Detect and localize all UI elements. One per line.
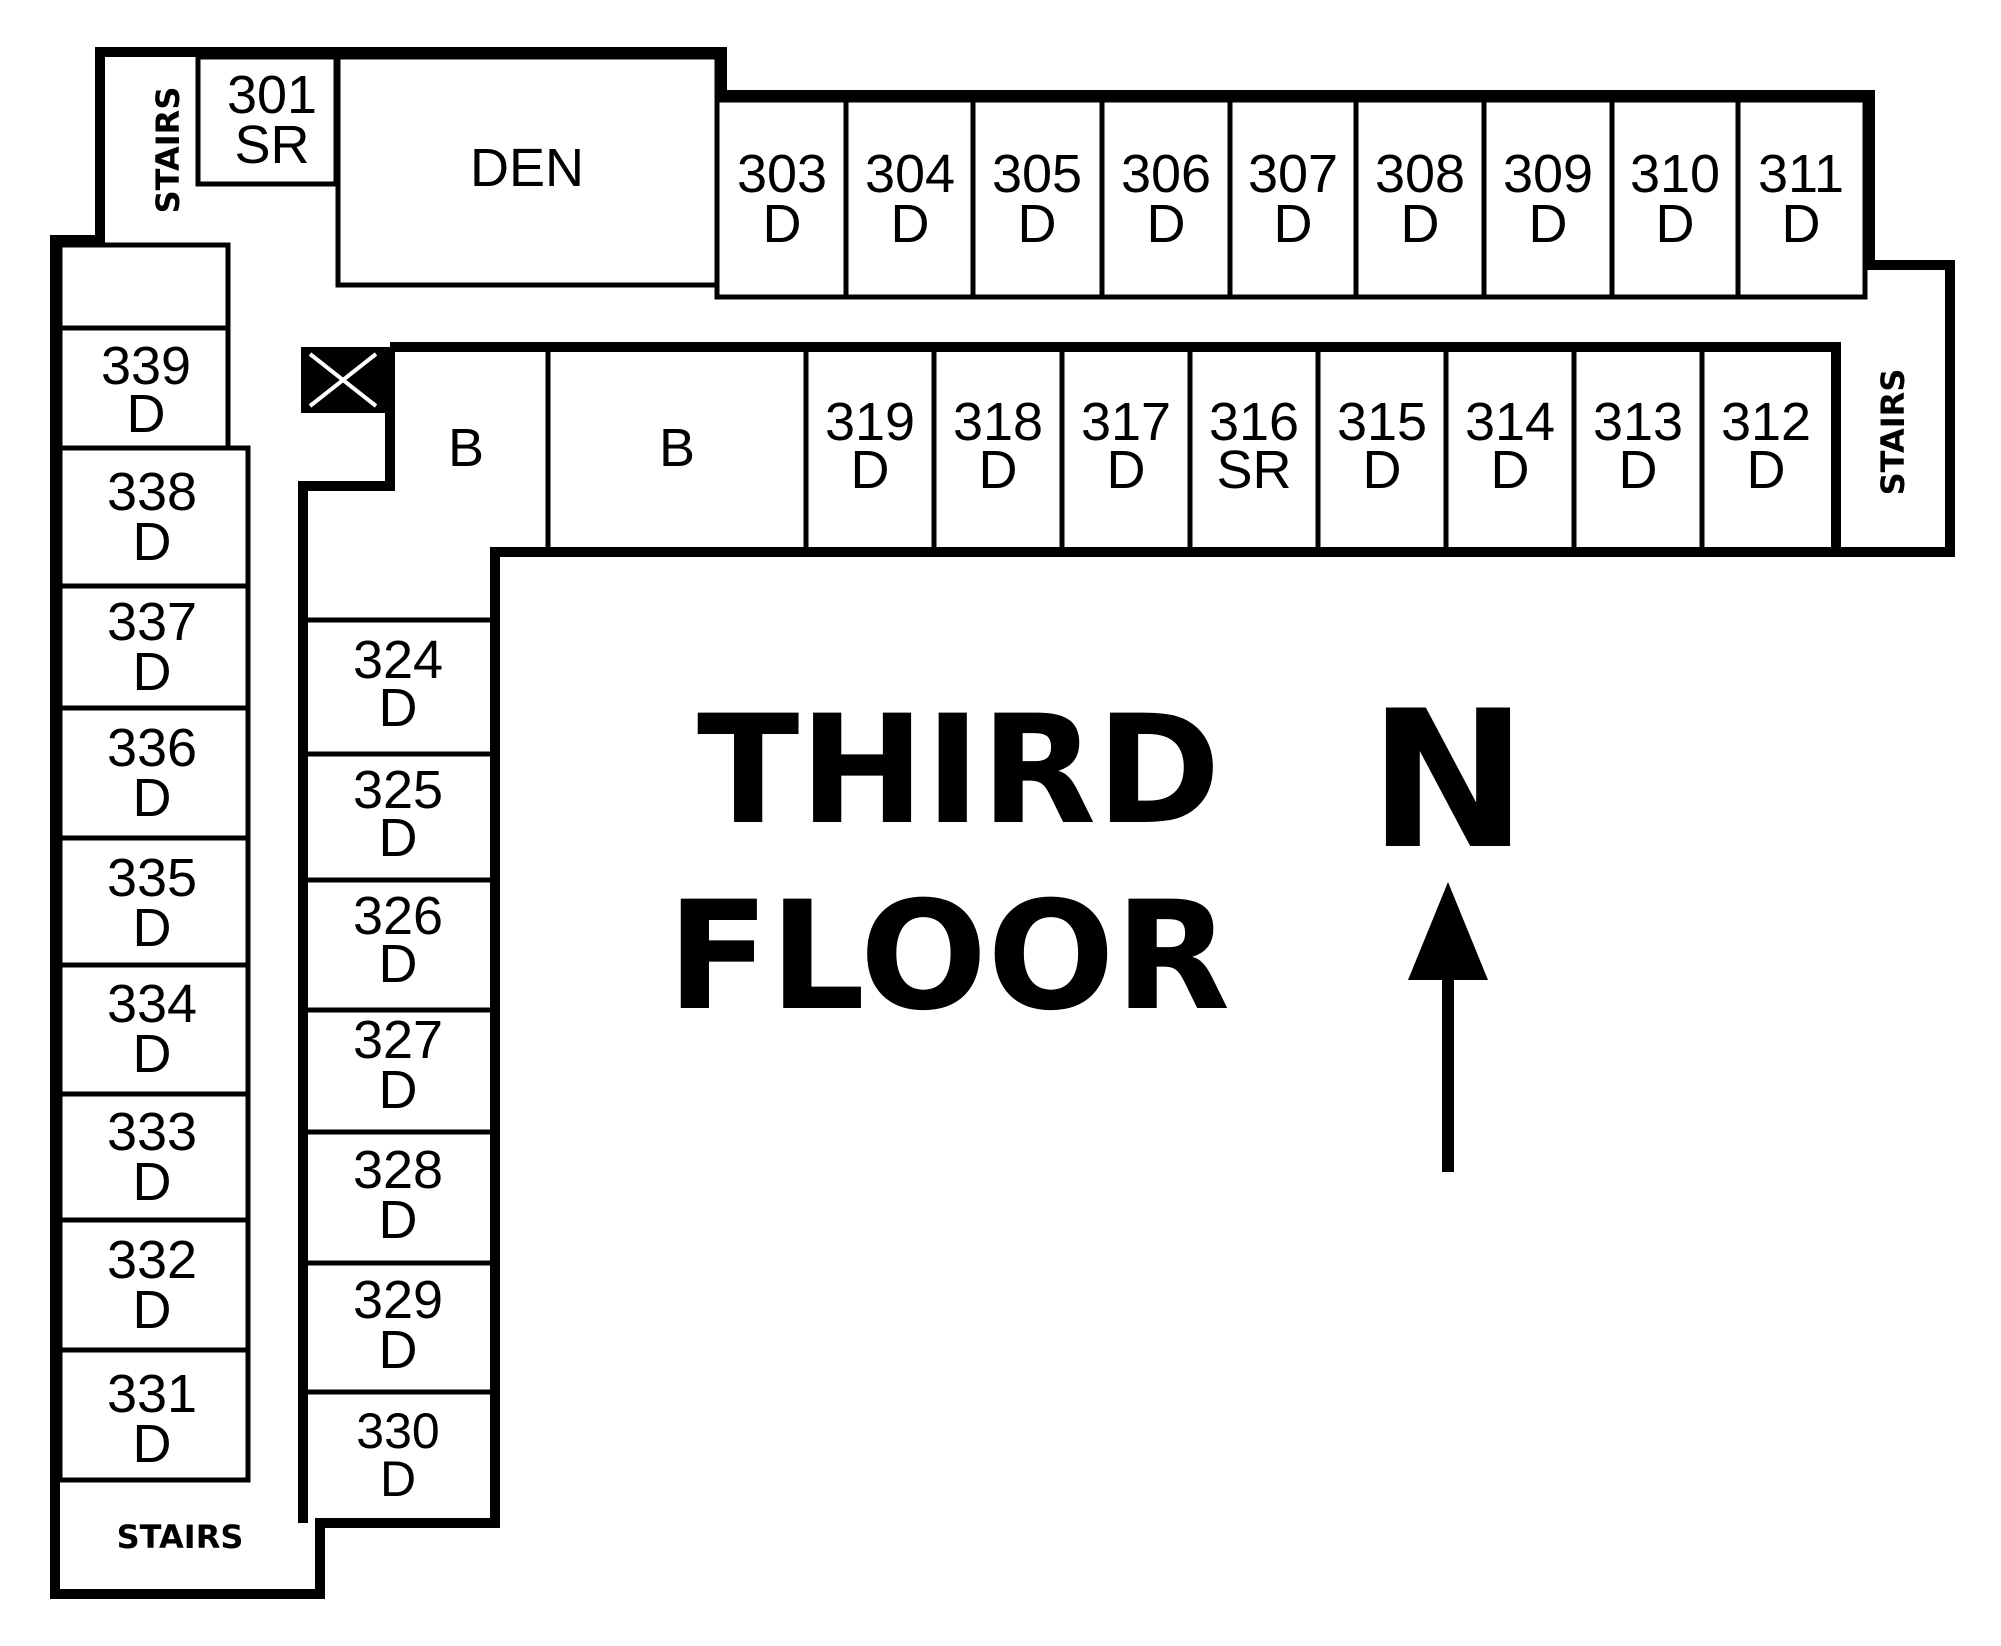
room-329-number: 329 xyxy=(353,1270,443,1330)
room-316-number: 316 xyxy=(1209,392,1299,452)
room-311-type: D xyxy=(1782,194,1821,254)
room-324-type: D xyxy=(379,678,418,738)
room-310-number: 310 xyxy=(1630,144,1720,204)
room-319-type: D xyxy=(851,440,890,500)
room-338-number: 338 xyxy=(107,462,197,522)
room-308-type: D xyxy=(1401,194,1440,254)
room-339-type: D xyxy=(127,384,166,444)
stairs-label-east: STAIRS xyxy=(1874,369,1912,496)
room-312-number: 312 xyxy=(1721,392,1811,452)
north-label: N xyxy=(1368,670,1527,891)
stairs-label-southwest: STAIRS xyxy=(117,1518,244,1556)
room-313-number: 313 xyxy=(1593,392,1683,452)
room-335-number: 335 xyxy=(107,848,197,908)
room-309-type: D xyxy=(1529,194,1568,254)
room-319-number: 319 xyxy=(825,392,915,452)
room-317-number: 317 xyxy=(1081,392,1171,452)
room-338-type: D xyxy=(133,512,172,572)
floor-title-line1: THIRD xyxy=(697,684,1221,858)
room-330-type: D xyxy=(380,1451,416,1507)
room-332-type: D xyxy=(133,1280,172,1340)
room-303-number: 303 xyxy=(737,144,827,204)
room-314-number: 314 xyxy=(1465,392,1555,452)
room-den-label: DEN xyxy=(470,138,584,198)
room-334-number: 334 xyxy=(107,974,197,1034)
room-304-type: D xyxy=(891,194,930,254)
room-329-type: D xyxy=(379,1320,418,1380)
room-314-type: D xyxy=(1491,440,1530,500)
room-305-type: D xyxy=(1018,194,1057,254)
room-325-number: 325 xyxy=(353,760,443,820)
room-307-number: 307 xyxy=(1248,144,1338,204)
room-339-number: 339 xyxy=(101,336,191,396)
room-306-number: 306 xyxy=(1121,144,1211,204)
room-301-type: SR xyxy=(234,115,309,175)
room-337-number: 337 xyxy=(107,592,197,652)
room-313-type: D xyxy=(1619,440,1658,500)
stairs-label-northwest: STAIRS xyxy=(149,87,187,214)
building-outline xyxy=(50,47,1955,1599)
room-332-number: 332 xyxy=(107,1230,197,1290)
room-331-number: 331 xyxy=(107,1364,197,1424)
room-336-type: D xyxy=(133,768,172,828)
room-304-number: 304 xyxy=(865,144,955,204)
corridor-outline xyxy=(298,342,1841,1523)
room-303-type: D xyxy=(763,194,802,254)
room-316-type: SR xyxy=(1216,440,1291,500)
room-331-type: D xyxy=(133,1414,172,1474)
room-328-type: D xyxy=(379,1190,418,1250)
room-337-type: D xyxy=(133,642,172,702)
room-310-type: D xyxy=(1656,194,1695,254)
room-b2-label: B xyxy=(659,418,695,478)
room-309-number: 309 xyxy=(1503,144,1593,204)
room-326-type: D xyxy=(379,934,418,994)
room-312-type: D xyxy=(1747,440,1786,500)
room-315-number: 315 xyxy=(1337,392,1427,452)
room-318-number: 318 xyxy=(953,392,1043,452)
room-306-type: D xyxy=(1147,194,1186,254)
room-307-type: D xyxy=(1274,194,1313,254)
room-327-number: 327 xyxy=(353,1010,443,1070)
room-327-type: D xyxy=(379,1060,418,1120)
room-328-number: 328 xyxy=(353,1140,443,1200)
north-arrow-icon xyxy=(1408,882,1488,1172)
room-315-type: D xyxy=(1363,440,1402,500)
room-324-number: 324 xyxy=(353,630,443,690)
room-333-type: D xyxy=(133,1152,172,1212)
room-305-number: 305 xyxy=(992,144,1082,204)
room-301-number: 301 xyxy=(227,65,317,125)
room-311-number: 311 xyxy=(1758,144,1844,204)
room-b1-label: B xyxy=(448,418,484,478)
room-317-type: D xyxy=(1107,440,1146,500)
room-330-number: 330 xyxy=(356,1403,439,1459)
elevator-icon xyxy=(301,347,385,413)
room-335-type: D xyxy=(133,898,172,958)
room-325-type: D xyxy=(379,808,418,868)
floor-title-line2: FLOOR xyxy=(667,870,1230,1044)
room-334-type: D xyxy=(133,1024,172,1084)
room-left-top-blank xyxy=(57,242,231,331)
room-326-number: 326 xyxy=(353,886,443,946)
room-318-type: D xyxy=(979,440,1018,500)
room-336-number: 336 xyxy=(107,718,197,778)
room-333-number: 333 xyxy=(107,1102,197,1162)
room-308-number: 308 xyxy=(1375,144,1465,204)
room-row-north xyxy=(714,97,1868,300)
